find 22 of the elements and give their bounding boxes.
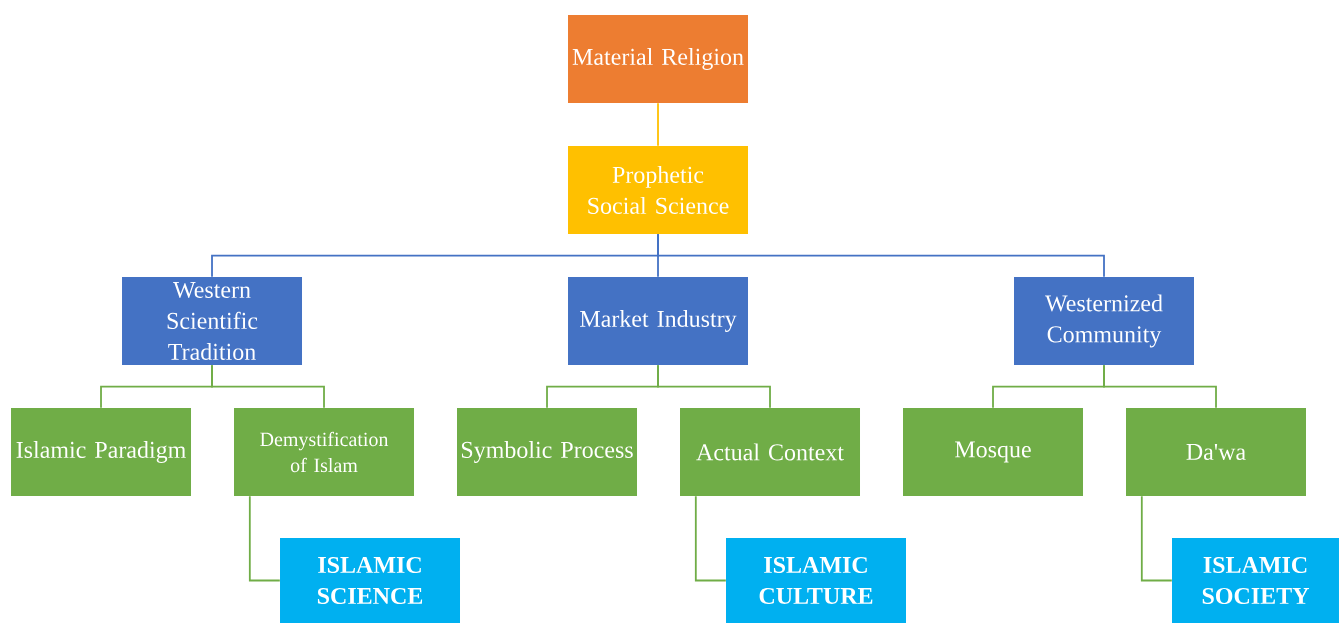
item-box: Da'wa (1126, 408, 1306, 496)
connector-line (211, 364, 325, 409)
item-box: Mosque (903, 408, 1083, 496)
outcome-box: ISLAMIC SOCIETY (1172, 538, 1339, 623)
outcome-box: ISLAMIC CULTURE (726, 538, 906, 623)
concept-box: Prophetic Social Science (568, 146, 748, 234)
connector-line (657, 364, 771, 409)
connector-line (248, 495, 281, 582)
connector-line (694, 495, 727, 582)
item-box: Demystification of Islam (234, 408, 414, 496)
connector-line (1103, 364, 1217, 409)
category-box: Westernized Community (1014, 277, 1194, 365)
connector-line (657, 233, 1105, 278)
connector-line (657, 102, 659, 147)
category-box: Market Industry (568, 277, 748, 365)
outcome-box: ISLAMIC SCIENCE (280, 538, 460, 623)
category-box: Western Scientific Tradition (122, 277, 302, 365)
item-box: Islamic Paradigm (11, 408, 191, 496)
item-box: Actual Context (680, 408, 860, 496)
root-box: Material Religion (568, 15, 748, 103)
item-box: Symbolic Process (457, 408, 637, 496)
connector-line (1140, 495, 1173, 582)
